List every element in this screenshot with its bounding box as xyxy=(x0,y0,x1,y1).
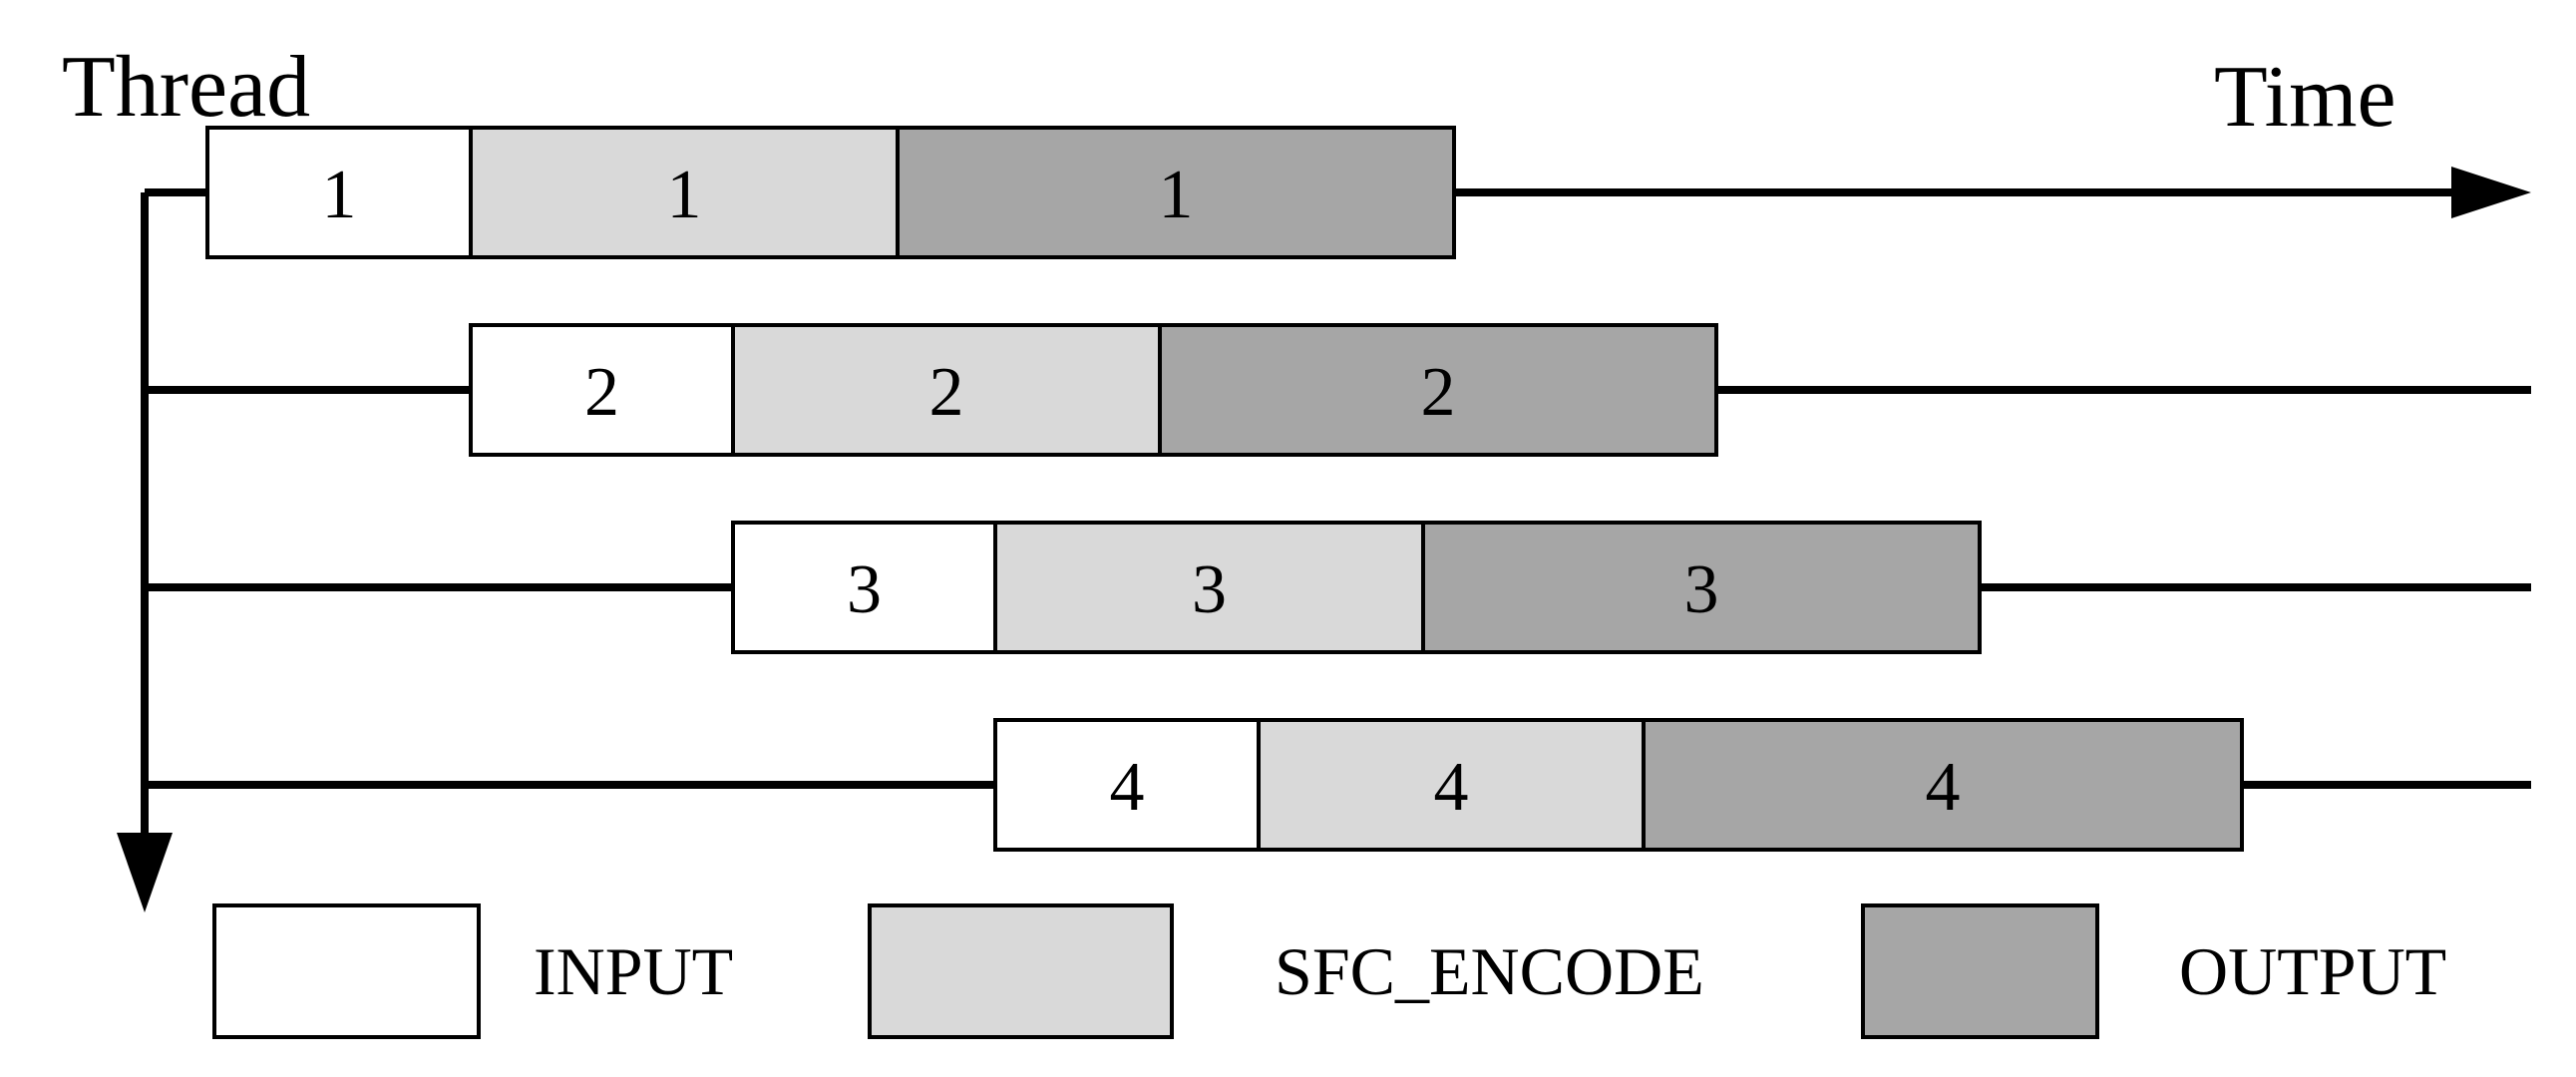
thread-axis-label: Thread xyxy=(62,39,310,136)
legend-swatch-output xyxy=(1861,903,2099,1039)
thread-rows xyxy=(145,188,2531,789)
segment-sfc_encode-thread-1 xyxy=(469,126,900,259)
segment-label-output-thread-4: 4 xyxy=(1926,749,1961,826)
segment-input-thread-3 xyxy=(731,521,997,654)
legend-label-input: INPUT xyxy=(534,933,733,1009)
segment-sfc_encode-thread-2 xyxy=(731,323,1162,457)
time-axis-arrowhead xyxy=(2451,167,2531,218)
segment-output-thread-1 xyxy=(896,126,1456,259)
segment-sfc_encode-thread-4 xyxy=(1257,718,1646,852)
segment-label-sfc_encode-thread-1: 1 xyxy=(667,157,702,233)
legend-label-output: OUTPUT xyxy=(2179,933,2446,1009)
legend: INPUT SFC_ENCODE OUTPUT xyxy=(212,903,2446,1039)
legend-label-sfc_encode: SFC_ENCODE xyxy=(1275,933,1704,1009)
segment-input-thread-1 xyxy=(205,126,473,259)
thread-segments: 1 1 1 2 2 2 3 3 3 4 4 4 xyxy=(205,126,2244,852)
segment-label-sfc_encode-thread-3: 3 xyxy=(1192,551,1227,628)
time-axis-label: Time xyxy=(2214,49,2396,146)
segment-label-input-thread-1: 1 xyxy=(322,157,357,233)
segment-label-input-thread-2: 2 xyxy=(584,354,619,431)
segment-output-thread-3 xyxy=(1421,521,1982,654)
segment-label-sfc_encode-thread-4: 4 xyxy=(1434,749,1469,826)
segment-output-thread-4 xyxy=(1642,718,2244,852)
segment-label-sfc_encode-thread-2: 2 xyxy=(929,354,964,431)
legend-swatch-sfc_encode xyxy=(868,903,1174,1039)
segment-label-output-thread-3: 3 xyxy=(1684,551,1719,628)
segment-output-thread-2 xyxy=(1158,323,1718,457)
segment-label-input-thread-4: 4 xyxy=(1110,749,1145,826)
segment-label-output-thread-2: 2 xyxy=(1421,354,1456,431)
segment-label-output-thread-1: 1 xyxy=(1159,157,1194,233)
thread-axis-arrowhead xyxy=(117,833,173,912)
legend-swatch-input xyxy=(212,903,481,1039)
segment-label-input-thread-3: 3 xyxy=(847,551,882,628)
